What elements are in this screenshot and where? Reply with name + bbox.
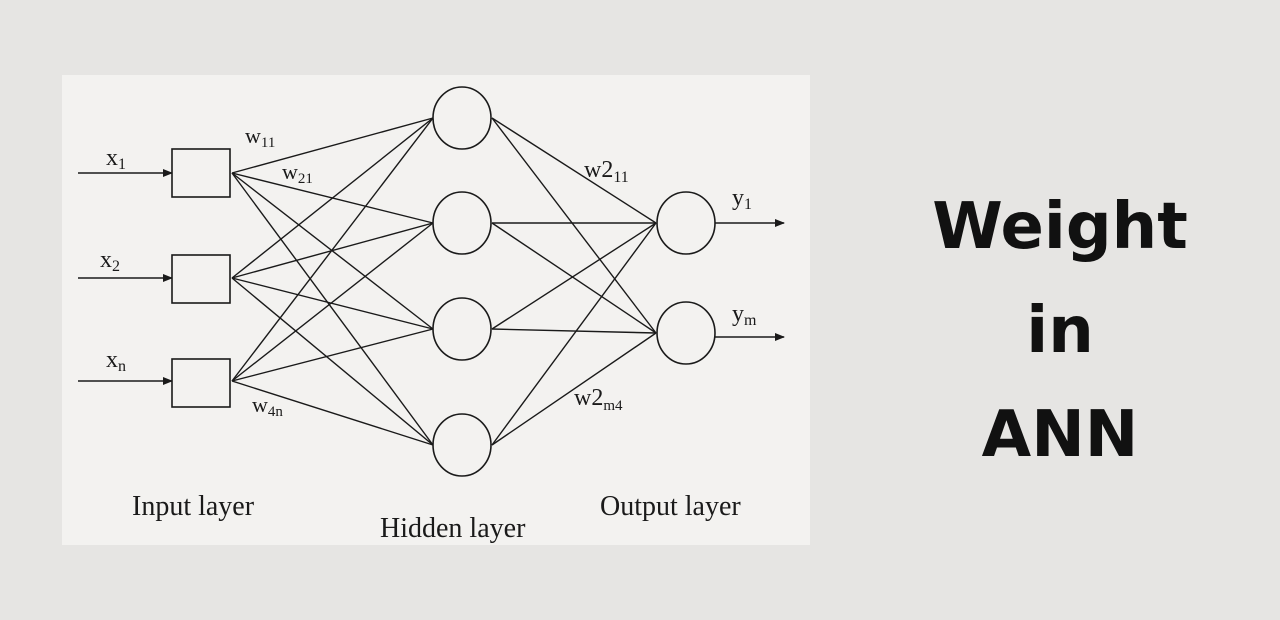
connection-line — [231, 277, 434, 330]
weight-label-w2-11: w211 — [584, 157, 629, 186]
output-node — [656, 191, 716, 255]
connection-line — [231, 277, 434, 446]
connection-line — [231, 328, 434, 382]
input-node-box — [171, 148, 231, 198]
hidden-output-connections — [491, 117, 657, 446]
connection-line — [231, 117, 434, 279]
connection-line — [491, 117, 657, 224]
hidden-node — [432, 86, 492, 150]
input-node-box — [171, 254, 231, 304]
neural-network-diagram: x1 x2 xn w11 w21 w4n w211 w2m4 y1 ym Inp… — [62, 75, 810, 545]
connection-line — [231, 380, 434, 446]
hidden-nodes — [432, 86, 492, 477]
input-node-box — [171, 358, 231, 408]
input-arrows — [78, 169, 173, 385]
network-svg: x1 x2 xn w11 w21 w4n w211 w2m4 y1 ym Inp… — [78, 86, 785, 544]
connection-line — [231, 222, 434, 382]
weight-label-w11: w11 — [245, 123, 275, 151]
output-label-y1: y1 — [732, 185, 752, 213]
output-arrows — [715, 219, 785, 341]
input-hidden-connections — [231, 117, 434, 446]
connection-line — [491, 222, 657, 330]
diagram-labels: x1 x2 xn w11 w21 w4n w211 w2m4 y1 ym Inp… — [100, 123, 757, 544]
connection-line — [231, 117, 434, 382]
connection-line — [231, 117, 434, 174]
weight-label-w4n: w4n — [252, 392, 283, 420]
title-block: Weight in ANN — [900, 175, 1220, 487]
output-nodes — [656, 191, 716, 365]
hidden-node — [432, 413, 492, 477]
weight-label-w2-m4: w2m4 — [574, 385, 623, 414]
title-line-in: in — [1026, 294, 1094, 368]
weight-label-w21: w21 — [282, 159, 313, 187]
connection-line — [491, 222, 657, 446]
input-boxes — [171, 148, 231, 408]
connection-line — [491, 117, 657, 334]
connection-line — [491, 328, 657, 334]
input-label-x2: x2 — [100, 247, 120, 275]
hidden-node — [432, 191, 492, 255]
input-label-xn: xn — [106, 347, 126, 375]
output-layer-label: Output layer — [600, 491, 741, 522]
input-layer-label: Input layer — [132, 491, 255, 522]
output-label-ym: ym — [732, 301, 757, 329]
hidden-node — [432, 297, 492, 361]
hidden-layer-label: Hidden layer — [380, 513, 526, 544]
input-label-x1: x1 — [106, 145, 126, 173]
title-line-ann: ANN — [981, 398, 1139, 472]
connection-line — [491, 332, 657, 446]
title-line-weight: Weight — [932, 190, 1188, 264]
connection-line — [231, 172, 434, 446]
output-node — [656, 301, 716, 365]
connection-line — [491, 222, 657, 334]
